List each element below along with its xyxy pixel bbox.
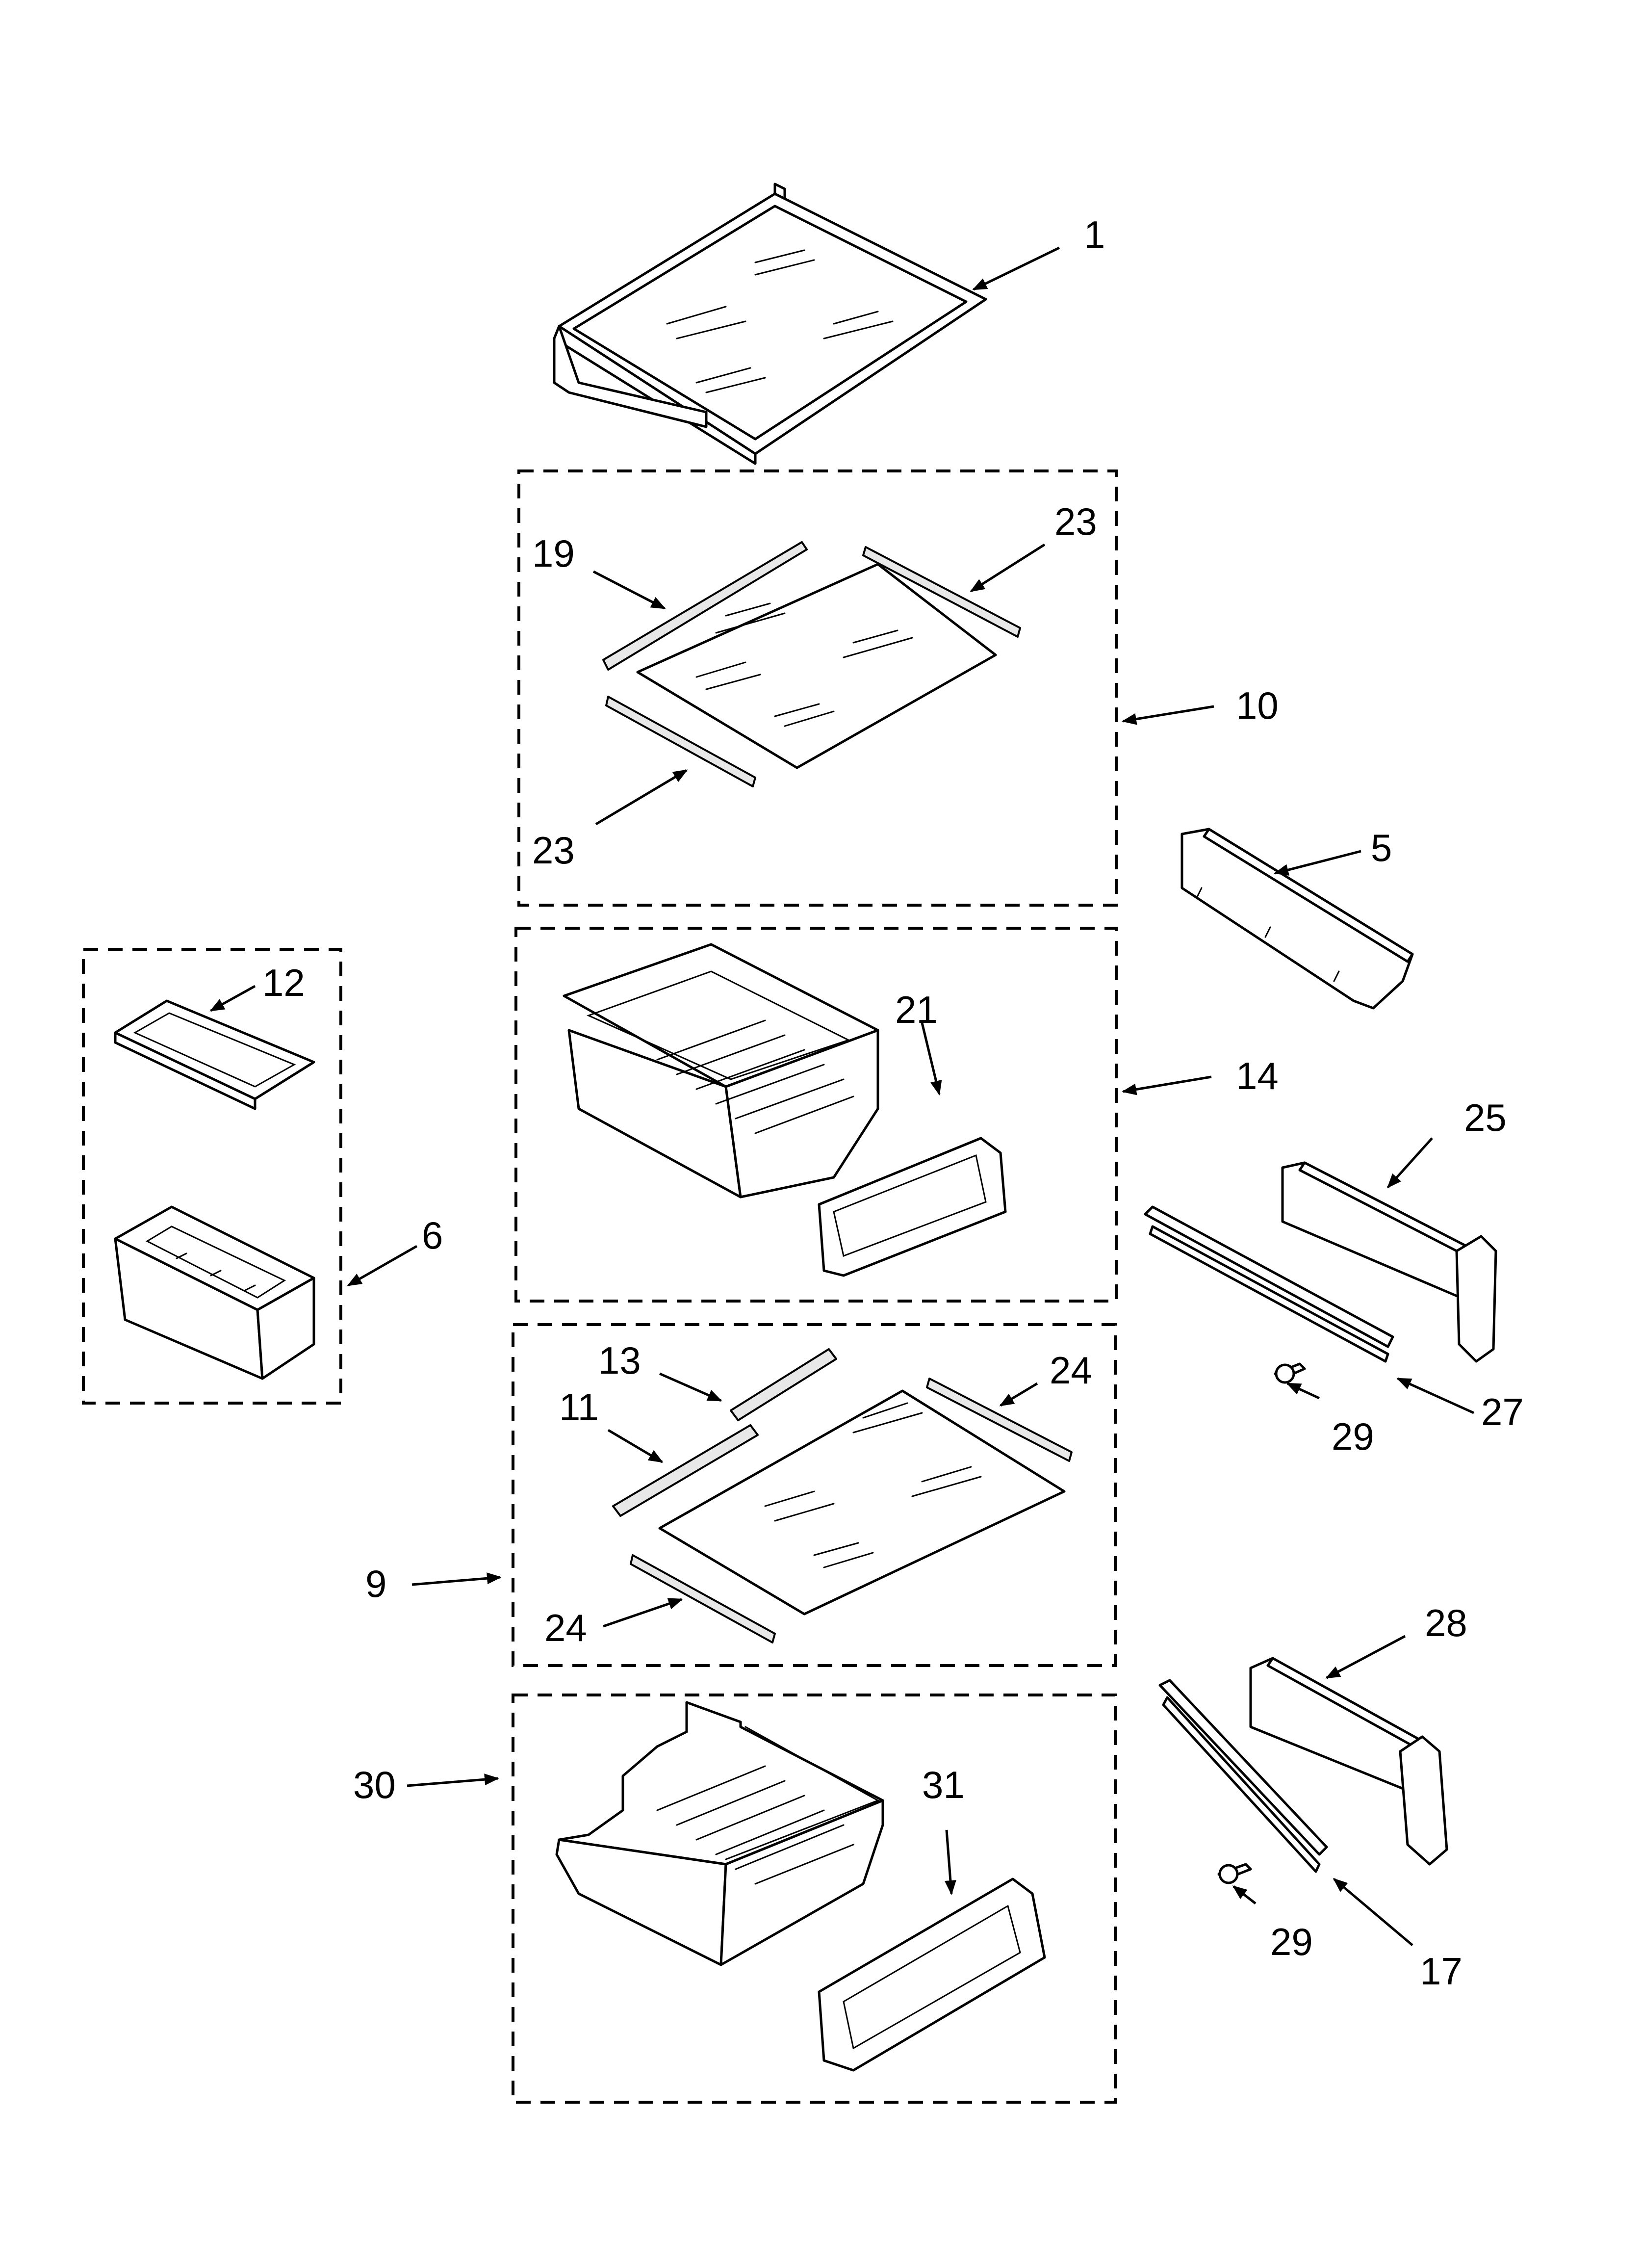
callout-9: 9 <box>365 1562 386 1605</box>
callout-6: 6 <box>422 1214 443 1257</box>
leader-29-upper <box>1286 1382 1320 1400</box>
part-28-slide-cover <box>1249 1657 1448 1866</box>
part-29-screw-lower <box>1217 1863 1252 1884</box>
part-14-crisper <box>563 943 879 1199</box>
callout-28: 28 <box>1425 1601 1467 1644</box>
leader-1 <box>972 246 1060 291</box>
leader-24a <box>999 1382 1038 1407</box>
part-13-trim <box>730 1348 837 1421</box>
leader-12 <box>209 985 256 1012</box>
leader-30 <box>407 1773 499 1787</box>
callout-11: 11 <box>559 1385 599 1429</box>
callout-21: 21 <box>895 988 938 1031</box>
callout-13: 13 <box>598 1339 641 1382</box>
part-24-trim-front <box>630 1554 776 1643</box>
part-shelf-glass-10 <box>636 563 997 769</box>
callout-17: 17 <box>1420 1950 1462 1993</box>
part-23-trim-front <box>605 696 756 787</box>
part-31-drawer-front <box>818 1877 1046 2072</box>
leader-9 <box>411 1572 502 1586</box>
callout-5: 5 <box>1371 826 1392 869</box>
part-21-crisper-front <box>818 1137 1007 1277</box>
part-5-cover <box>1180 828 1414 1010</box>
part-6-container <box>114 1205 315 1380</box>
part-17-slide-rail <box>1158 1679 1328 1873</box>
leader-23a <box>970 543 1046 593</box>
callout-12: 12 <box>262 961 305 1004</box>
leader-19 <box>592 570 666 610</box>
callout-29-upper: 29 <box>1332 1415 1374 1458</box>
leader-14 <box>1122 1075 1212 1095</box>
leader-10 <box>1122 705 1214 725</box>
part-1-shelf-assembly <box>553 182 987 465</box>
callout-10: 10 <box>1236 684 1279 727</box>
leader-11 <box>607 1429 664 1463</box>
leader-21 <box>921 1022 942 1095</box>
callout-23-bottom: 23 <box>532 829 575 872</box>
leader-13 <box>659 1372 722 1402</box>
part-30-drawer <box>555 1701 884 1966</box>
leader-31 <box>944 1829 956 1895</box>
group-box-6 <box>82 948 342 1405</box>
leader-29-lower <box>1232 1885 1257 1904</box>
callout-1: 1 <box>1084 213 1105 256</box>
group-box-14 <box>514 927 1118 1303</box>
callout-19: 19 <box>532 532 575 575</box>
leader-27 <box>1396 1377 1475 1414</box>
part-23-trim-right <box>862 546 1021 638</box>
part-shelf-glass-9 <box>658 1389 1066 1616</box>
leader-24b <box>603 1598 683 1628</box>
part-29-screw-upper <box>1274 1362 1306 1384</box>
part-24-trim-right <box>926 1378 1073 1462</box>
callout-23-top: 23 <box>1054 500 1097 543</box>
leader-17 <box>1333 1878 1413 1946</box>
callout-24-front: 24 <box>544 1606 587 1649</box>
part-11-trim <box>612 1424 759 1517</box>
part-12-lid <box>114 999 315 1110</box>
group-box-9 <box>512 1323 1117 1667</box>
leader-5 <box>1274 850 1361 876</box>
part-19-trim <box>602 541 808 671</box>
leader-6 <box>347 1245 418 1287</box>
leader-25 <box>1386 1137 1433 1189</box>
callout-31: 31 <box>922 1763 965 1806</box>
callout-29-lower: 29 <box>1270 1920 1313 1963</box>
group-box-30 <box>512 1694 1117 2104</box>
callout-25: 25 <box>1464 1096 1507 1139</box>
callout-14: 14 <box>1236 1054 1279 1097</box>
group-box-10 <box>517 469 1118 907</box>
callout-24-right: 24 <box>1050 1349 1092 1392</box>
leader-23b <box>595 769 688 826</box>
part-25-slide-cover <box>1281 1161 1497 1363</box>
callout-30: 30 <box>353 1763 396 1806</box>
callout-27: 27 <box>1481 1390 1524 1434</box>
part-27-slide-rail <box>1144 1205 1394 1363</box>
leader-28 <box>1325 1635 1406 1679</box>
